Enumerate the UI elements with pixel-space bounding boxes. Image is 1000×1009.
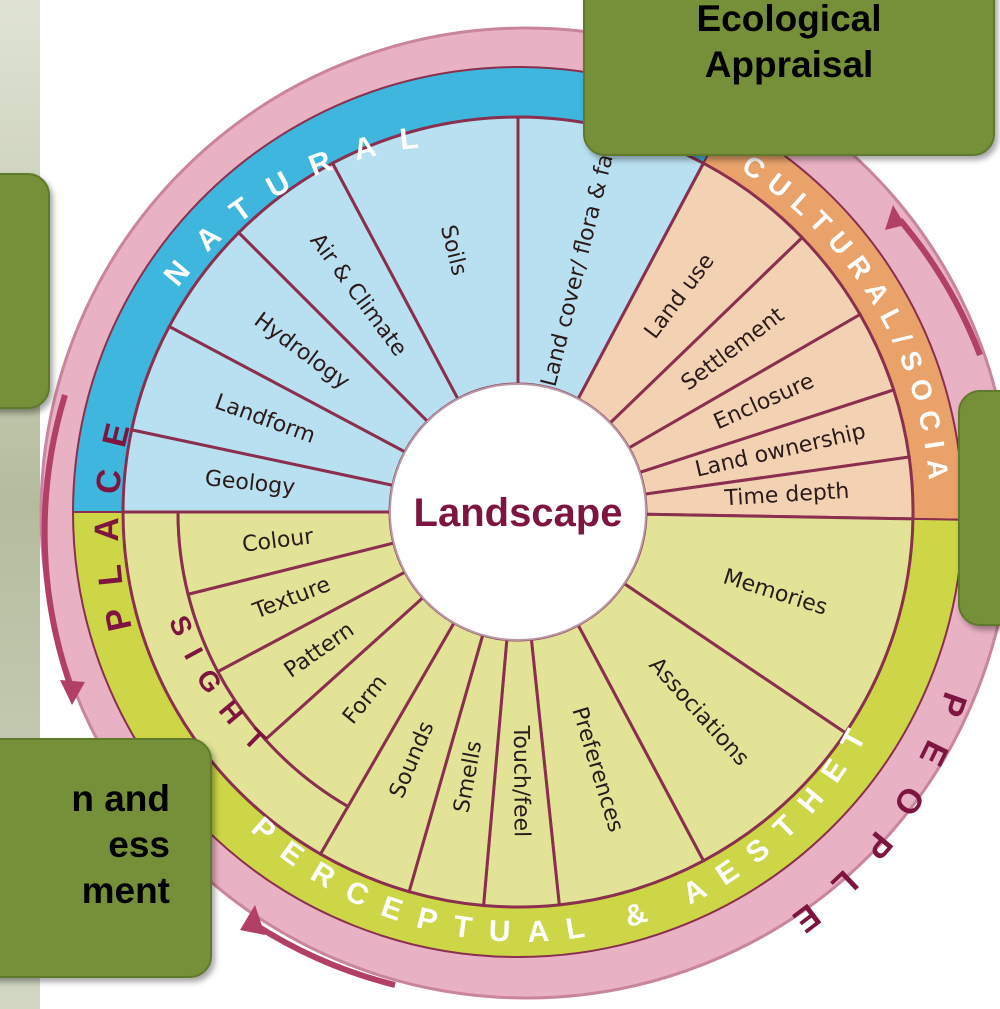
callout-bottom-left: n and ess ment bbox=[0, 738, 212, 978]
callout-left bbox=[0, 173, 50, 409]
segment-label-touch-feel: Touch/feel bbox=[508, 725, 534, 838]
callout-line: n and bbox=[71, 778, 170, 819]
callout-line: Ecological bbox=[696, 0, 882, 39]
callout-line: Appraisal bbox=[704, 44, 874, 85]
callout-ecological-appraisal: Ecological Appraisal bbox=[583, 0, 995, 156]
callout-right bbox=[958, 390, 1000, 626]
callout-line: ment bbox=[81, 870, 170, 911]
center-circle bbox=[389, 383, 647, 641]
arrow-heads bbox=[60, 205, 905, 935]
callout-line: ess bbox=[108, 824, 170, 865]
center-label: Landscape bbox=[414, 491, 623, 535]
segment-wedges bbox=[121, 115, 915, 909]
